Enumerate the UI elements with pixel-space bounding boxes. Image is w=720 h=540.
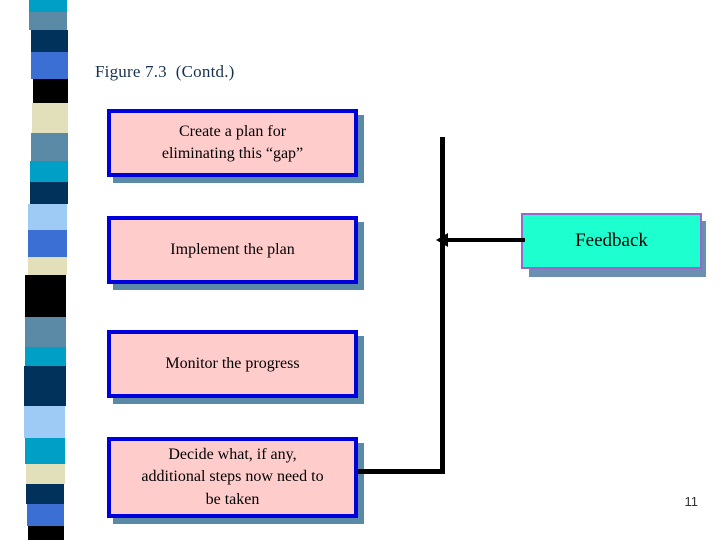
stripe-segment	[30, 182, 68, 204]
feedback-arrow-line	[447, 238, 525, 242]
page-title: Figure 7.3 (Contd.)	[95, 62, 235, 81]
monitor-box[interactable]: Monitor the progress	[107, 330, 358, 398]
feedback-vertical-line	[440, 137, 445, 473]
stripe-segment	[26, 464, 65, 484]
feedback-box[interactable]: Feedback	[521, 213, 702, 269]
stripe-segment	[24, 366, 66, 406]
stripe-segment	[31, 133, 68, 161]
stripe-segment	[25, 317, 66, 347]
stripe-segment	[28, 204, 67, 230]
stripe-segment	[25, 347, 66, 366]
page-number: 11	[684, 494, 699, 509]
stripe-segment	[29, 0, 67, 12]
stripe-segment	[28, 257, 67, 275]
decide-steps-box-label: Decide what, if any, additional steps no…	[141, 446, 324, 508]
stripe-segment	[26, 484, 64, 504]
create-plan-box[interactable]: Create a plan for eliminating this “gap”	[107, 109, 358, 177]
stripe-segment	[28, 526, 64, 540]
stripe-segment	[29, 12, 67, 30]
feedback-box-label: Feedback	[575, 230, 648, 251]
feedback-arrow-head	[436, 233, 448, 247]
stripe-segment	[25, 438, 65, 464]
stripe-segment	[32, 103, 68, 133]
implement-plan-box[interactable]: Implement the plan	[107, 216, 358, 284]
stripe-segment	[25, 275, 66, 317]
decide-steps-box[interactable]: Decide what, if any, additional steps no…	[107, 437, 358, 518]
stripe-segment	[28, 230, 67, 257]
stripe-segment	[33, 79, 68, 103]
stripe-segment	[24, 406, 65, 438]
create-plan-box-label: Create a plan for eliminating this “gap”	[161, 122, 304, 162]
implement-plan-box-label: Implement the plan	[170, 240, 295, 258]
decorative-stripe-band	[0, 0, 72, 540]
stripe-segment	[31, 30, 68, 52]
stripe-segment	[30, 161, 68, 182]
feedback-bottom-line	[358, 469, 445, 474]
stripe-segment	[27, 504, 64, 526]
stripe-segment	[31, 52, 68, 79]
monitor-box-label: Monitor the progress	[165, 354, 300, 372]
